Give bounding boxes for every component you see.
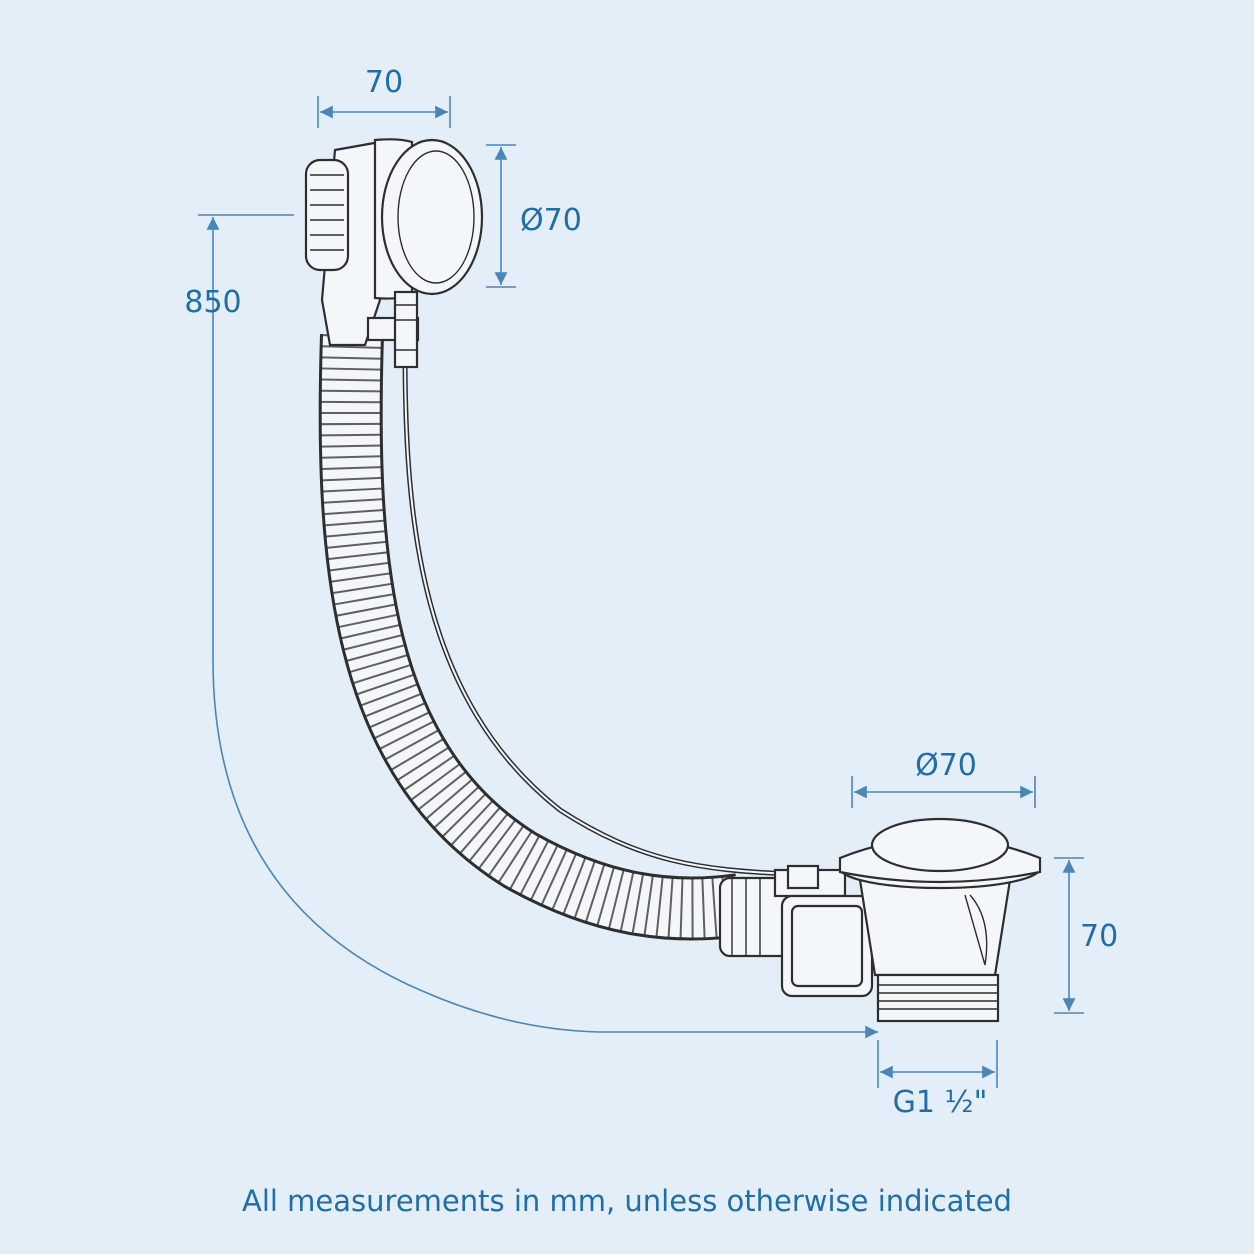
dimension-waste-height: 70	[1054, 857, 1118, 1014]
waste-assembly	[718, 817, 1042, 1023]
dimension-overflow-diameter: Ø70	[486, 144, 582, 288]
thread-size-label: G1 ½"	[893, 1085, 988, 1120]
dimension-thread-size: G1 ½"	[877, 1040, 998, 1120]
waste-diameter-label: Ø70	[915, 748, 977, 783]
hose-length-label: 850	[184, 285, 241, 320]
dimension-overflow-width: 70	[317, 65, 451, 128]
overflow-assembly	[304, 138, 484, 369]
flexible-hose	[318, 334, 745, 941]
overflow-diameter-label: Ø70	[520, 203, 582, 238]
overflow-width-label: 70	[365, 65, 403, 100]
dimension-hose-length: 850	[184, 214, 878, 1039]
bath-waste-illustration	[304, 138, 1042, 1023]
measurements-footnote: All measurements in mm, unless otherwise…	[242, 1184, 1012, 1218]
waste-height-label: 70	[1080, 919, 1118, 954]
dimension-waste-diameter: Ø70	[851, 748, 1036, 808]
